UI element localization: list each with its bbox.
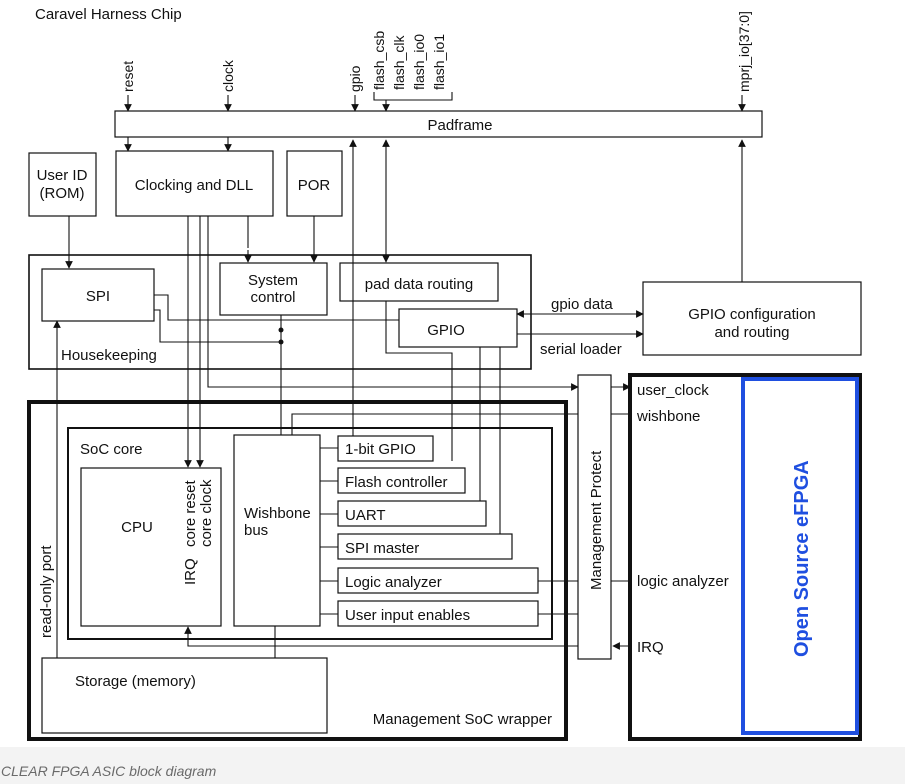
signal-wishbone: wishbone (636, 408, 700, 425)
spi-label: SPI (86, 288, 110, 305)
padframe-label: Padframe (427, 117, 492, 134)
clocking-dll-label: Clocking and DLL (135, 177, 253, 194)
housekeeping-label: Housekeeping (61, 347, 157, 364)
pad-data-routing-label: pad data routing (365, 276, 473, 293)
storage-block (41, 657, 328, 734)
irq-port-label: IRQ (182, 558, 199, 585)
system-control-block (219, 262, 328, 316)
user-input-enables-label: User input enables (345, 607, 470, 624)
wires (53, 92, 746, 658)
por-label: POR (298, 177, 331, 194)
padframe-block (114, 110, 763, 138)
user-input-enables-block (337, 600, 539, 627)
pin-flash-io1: flash_io1 (431, 34, 447, 90)
pin-flash-csb: flash_csb (371, 31, 387, 90)
management-protect-block (577, 374, 612, 660)
soc-core-label: SoC core (80, 441, 143, 458)
user-id-block (28, 152, 97, 217)
spi-block (41, 268, 155, 322)
core-reset-label: core reset (182, 479, 199, 547)
signal-logic-analyzer: logic analyzer (637, 573, 729, 590)
system-control-label: System (248, 272, 298, 289)
figure-caption: CLEAR FPGA ASIC block diagram (1, 763, 217, 779)
cpu-block (80, 467, 222, 627)
gpio-block (398, 308, 518, 348)
wishbone-bus-label-2: bus (244, 522, 268, 539)
signal-user-clock: user_clock (637, 382, 709, 399)
por-block (286, 150, 343, 217)
user-id-label-2: (ROM) (40, 185, 85, 202)
pin-flash-clk: flash_clk (391, 35, 407, 90)
efpga-core-block (741, 377, 859, 735)
pad-data-routing-block (339, 262, 499, 302)
signal-gpio-data: gpio data (551, 296, 613, 313)
system-control-label-2: control (250, 289, 295, 306)
efpga-label: Open Source eFPGA (791, 460, 813, 657)
gpio-1bit-block (337, 435, 434, 462)
gpio-label: GPIO (427, 322, 465, 339)
pin-flash-io0: flash_io0 (411, 34, 427, 90)
storage-label: Storage (memory) (75, 673, 196, 690)
gpio-config-block (642, 281, 862, 356)
logic-analyzer-block (337, 567, 539, 594)
pin-gpio: gpio (347, 65, 363, 92)
logic-analyzer-label: Logic analyzer (345, 574, 442, 591)
management-wrapper-label: Management SoC wrapper (373, 711, 552, 728)
signal-serial-loader: serial loader (540, 341, 622, 358)
uart-label: UART (345, 507, 386, 524)
wishbone-bus-label: Wishbone (244, 505, 311, 522)
block-diagram: Caravel Harness Chip Padframe User ID (R… (27, 6, 862, 741)
wishbone-bus-block (233, 434, 321, 627)
pin-reset: reset (120, 61, 136, 92)
diagram-title: Caravel Harness Chip (35, 6, 182, 23)
pin-clock: clock (220, 59, 236, 92)
read-only-port-label: read-only port (38, 545, 55, 638)
pin-mprj-io: mprj_io[37:0] (736, 11, 752, 92)
gpio-config-label: GPIO configuration (688, 306, 816, 323)
gpio-1bit-label: 1-bit GPIO (345, 441, 416, 458)
user-id-label: User ID (37, 167, 88, 184)
caption-bar (0, 747, 905, 784)
signal-irq: IRQ (637, 639, 664, 656)
spi-master-label: SPI master (345, 540, 419, 557)
management-protect-label: Management Protect (588, 450, 605, 590)
cpu-label: CPU (121, 519, 153, 536)
gpio-config-label-2: and routing (714, 324, 789, 341)
clocking-dll-block (115, 150, 274, 217)
core-clock-label: core clock (198, 479, 215, 547)
flash-controller-label: Flash controller (345, 474, 448, 491)
